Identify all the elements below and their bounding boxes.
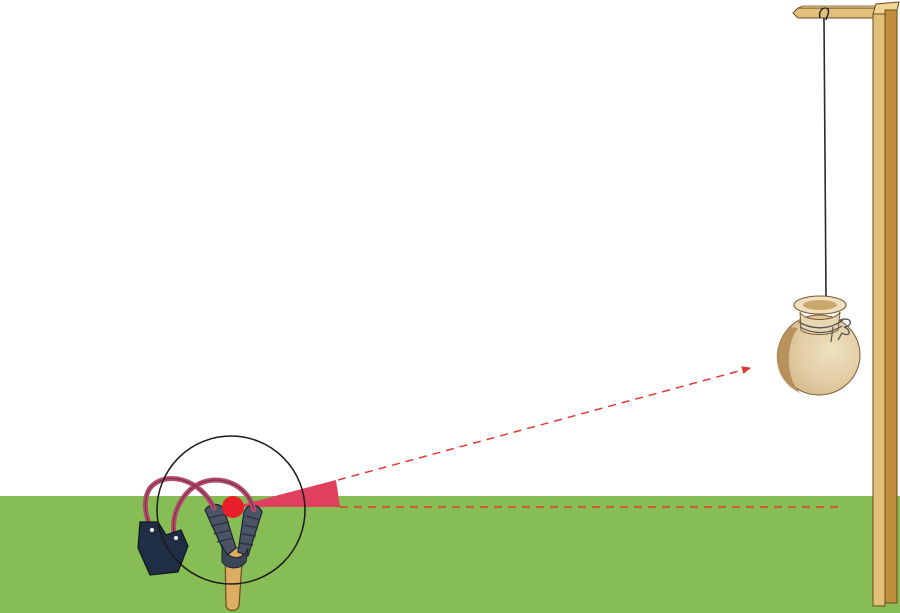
aim-direction-arrow (337, 366, 751, 481)
grass-ground (0, 496, 900, 613)
aim-ring-icon[interactable] (156, 435, 306, 585)
launch-pivot-dot[interactable] (222, 496, 244, 518)
launch-angle-wedge (233, 480, 340, 507)
hanging-pot-icon[interactable] (776, 295, 861, 396)
hanging-rope (823, 17, 827, 297)
wooden-gallows-icon (792, 1, 900, 607)
slingshot-icon[interactable] (137, 476, 263, 612)
